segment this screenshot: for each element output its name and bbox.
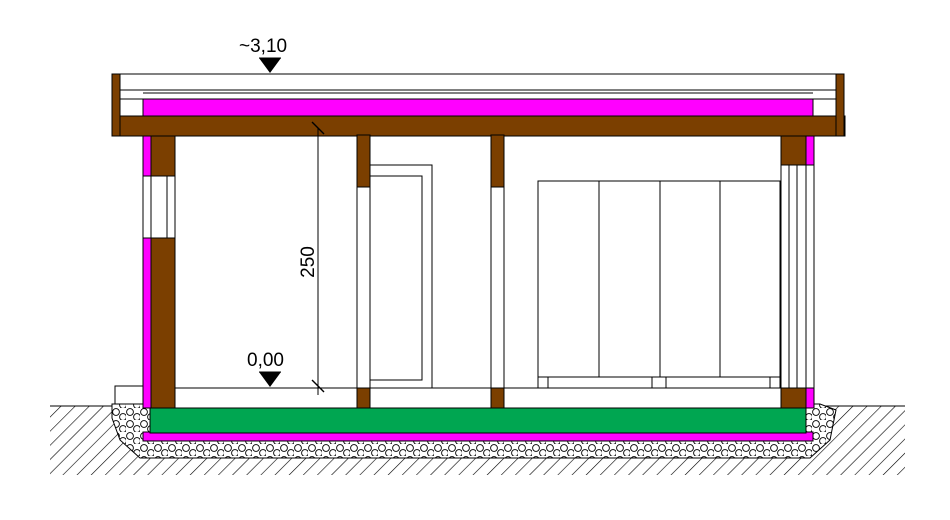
right-wall-timber-bottom bbox=[780, 387, 807, 409]
roof-level-marker: ~3,10 bbox=[239, 36, 287, 73]
right-wall-timber-top bbox=[780, 134, 807, 166]
roof-covering bbox=[119, 73, 837, 100]
left-window bbox=[142, 175, 176, 239]
left-wall-membrane bbox=[142, 117, 152, 409]
right-eave-fascia bbox=[835, 73, 845, 137]
left-eave-fascia bbox=[111, 73, 121, 137]
floor-finish bbox=[174, 387, 782, 409]
floor-level-label: 0,00 bbox=[247, 350, 284, 371]
floor-level-marker: 0,00 bbox=[247, 350, 284, 387]
partition-wall-2 bbox=[490, 134, 505, 409]
floor-slab bbox=[149, 407, 807, 434]
roof-level-label: ~3,10 bbox=[239, 36, 287, 57]
height-dimension: 250 bbox=[298, 121, 325, 395]
door-leaf bbox=[369, 175, 423, 381]
roof-beam bbox=[119, 115, 846, 137]
height-dimension-label: 250 bbox=[298, 246, 319, 278]
partition-wall-door bbox=[356, 134, 433, 409]
roof-membrane bbox=[142, 98, 814, 117]
step-plinth bbox=[114, 385, 148, 405]
level-marker-icon bbox=[259, 372, 281, 387]
wardrobe-cabinets bbox=[537, 180, 781, 389]
level-marker-icon bbox=[259, 58, 281, 73]
